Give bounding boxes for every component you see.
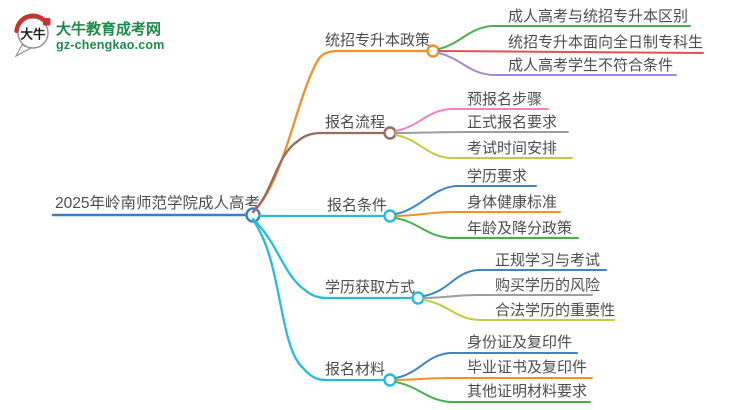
branch-4: 学历获取方式 正规学习与考试 购买学历的风险 合法学历的重要性 [251, 217, 615, 321]
branch-1-child-3-edge [438, 52, 677, 76]
branch-1-child-1-edge [438, 25, 691, 50]
branch-3-child-2-edge [395, 211, 561, 217]
branch-4-child-2-edge [423, 294, 593, 299]
branch-5-edge [251, 218, 386, 382]
root-node: 2025年岭南师范学院成人高考 [51, 193, 261, 223]
branch-2-child-1-edge [395, 108, 549, 132]
branch-1-handle[interactable] [426, 44, 440, 58]
branch-5: 报名材料 身份证及复印件 毕业证书及复印件 其他证明材料要求 [251, 218, 593, 403]
branch-5-label[interactable]: 报名材料 [325, 361, 385, 378]
branch-3-label[interactable]: 报名条件 [327, 197, 387, 214]
logo-bubble [17, 17, 49, 49]
branch-2-child-3-label[interactable]: 考试时间安排 [467, 140, 557, 157]
branch-5-child-2-label[interactable]: 毕业证书及复印件 [467, 358, 587, 376]
branch-4-child-1-edge [423, 269, 607, 297]
branch-3-child-1-label[interactable]: 学历要求 [467, 168, 527, 185]
branch-4-child-3-edge [423, 299, 615, 321]
branch-3-child-1-edge [395, 185, 537, 215]
branch-3-child-3-label[interactable]: 年龄及降分政策 [467, 220, 572, 237]
logo[interactable]: 大牛 大牛教育成考网 gz-chengkao.com [14, 13, 165, 58]
branch-4-child-3-label[interactable]: 合法学历的重要性 [495, 302, 615, 319]
logo-glyph-text: 大牛 [20, 27, 46, 42]
branch-2-child-3-edge [395, 134, 573, 159]
branch-4-edge [251, 217, 414, 300]
branch-1-child-3-label[interactable]: 成人高考学生不符合条件 [508, 57, 673, 74]
branch-2: 报名流程 预报名步骤 正式报名要求 考试时间安排 [251, 91, 573, 214]
branch-4-handle[interactable] [411, 291, 425, 305]
branch-3: 报名条件 学历要求 身体健康标准 年龄及降分政策 [258, 168, 579, 239]
branch-1-child-2-edge [438, 50, 704, 54]
branch-2-child-1-label[interactable]: 预报名步骤 [467, 91, 542, 108]
branch-4-label[interactable]: 学历获取方式 [325, 279, 415, 296]
branch-5-child-3-label[interactable]: 其他证明材料要求 [467, 383, 587, 400]
branch-1-edge [251, 49, 429, 214]
logo-site-name: 大牛教育成考网 [56, 20, 161, 38]
root-label[interactable]: 2025年岭南师范学院成人高考 [55, 193, 260, 212]
branch-3-child-3-edge [395, 217, 579, 239]
branch-5-child-1-edge [395, 352, 578, 379]
branch-3-handle[interactable] [383, 209, 397, 223]
branch-2-handle[interactable] [383, 126, 397, 140]
branch-4-child-1-label[interactable]: 正规学习与考试 [495, 252, 600, 269]
branch-2-edge [251, 131, 386, 214]
branch-2-child-2-label[interactable]: 正式报名要求 [467, 114, 557, 131]
logo-site-url: gz-chengkao.com [56, 38, 165, 52]
branch-2-label[interactable]: 报名流程 [325, 114, 385, 131]
branch-5-handle[interactable] [383, 373, 397, 387]
branch-3-child-2-label[interactable]: 身体健康标准 [467, 194, 557, 211]
logo-seal [43, 18, 51, 26]
branch-1-child-2-label[interactable]: 统招专升本面向全日制专科生 [508, 33, 703, 51]
branch-1-label[interactable]: 统招专升本政策 [325, 32, 430, 49]
branch-1-child-1-label[interactable]: 成人高考与统招专升本区别 [508, 8, 688, 25]
branch-5-child-2-edge [395, 377, 593, 381]
branch-5-child-3-edge [395, 381, 591, 403]
branch-4-child-2-label[interactable]: 购买学历的风险 [495, 277, 600, 294]
branch-2-child-2-edge [395, 131, 569, 134]
branch-5-child-1-label[interactable]: 身份证及复印件 [467, 333, 572, 351]
